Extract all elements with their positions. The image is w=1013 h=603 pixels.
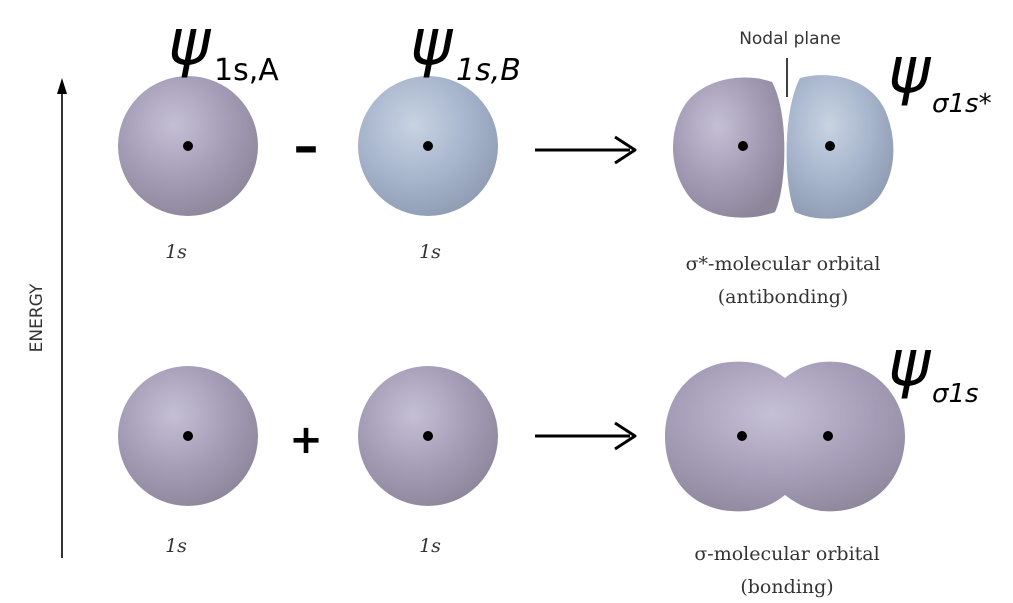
nucleus-dot — [738, 141, 748, 151]
nucleus-dot — [737, 431, 747, 441]
nucleus-dot — [423, 141, 433, 151]
nucleus-dot — [423, 431, 433, 441]
nodal-plane-label: Nodal plane — [739, 29, 841, 49]
psi-1s-a-subscript: 1s,A — [214, 53, 279, 88]
reaction-arrow — [535, 421, 637, 451]
psi-1s-a-label: ψ 1s,A — [168, 6, 279, 88]
bottom-row: + 1s 1s σ-molecular orbital (bonding) — [118, 361, 905, 598]
antibonding-caption-line1: σ*-molecular orbital — [686, 253, 881, 275]
antibonding-lobe-right — [786, 75, 894, 219]
psi-1s-b-subscript: 1s,B — [456, 53, 521, 88]
plus-operator: + — [289, 417, 323, 463]
antibonding-lobe-left — [672, 77, 785, 218]
top-row: – Nodal plane 1s 1s σ*-molecular orbital… — [118, 29, 894, 308]
bonding-caption-line1: σ-molecular orbital — [694, 543, 879, 565]
energy-axis: ENERGY — [27, 78, 67, 558]
psi-antibonding-subscript: σ1s* — [932, 89, 992, 119]
psi-symbol: ψ — [410, 6, 454, 80]
orbital-label-1s: 1s — [165, 535, 187, 557]
nucleus-dot — [825, 141, 835, 151]
psi-1s-b-label: ψ 1s,B — [410, 6, 521, 88]
wavefunction-labels: ψ 1s,A ψ 1s,B ψ σ1s* ψ σ1s — [168, 6, 992, 409]
minus-operator: – — [294, 117, 319, 175]
antibonding-orbital — [672, 75, 894, 219]
antibonding-caption-line2: (antibonding) — [718, 286, 849, 308]
psi-symbol: ψ — [168, 6, 212, 80]
bonding-caption-line2: (bonding) — [740, 576, 833, 598]
psi-bonding-subscript: σ1s — [932, 379, 979, 409]
reaction-arrow — [535, 135, 637, 165]
orbital-label-1s: 1s — [419, 535, 441, 557]
nucleus-dot — [183, 141, 193, 151]
orbital-label-1s: 1s — [419, 241, 441, 263]
bonding-orbital — [665, 361, 905, 512]
nucleus-dot — [823, 431, 833, 441]
energy-axis-arrowhead — [57, 78, 67, 94]
energy-axis-label: ENERGY — [27, 283, 47, 352]
psi-symbol: ψ — [888, 327, 932, 401]
nucleus-dot — [183, 431, 193, 441]
psi-antibonding-label: ψ σ1s* — [888, 34, 992, 119]
orbital-label-1s: 1s — [165, 241, 187, 263]
psi-bonding-label: ψ σ1s — [888, 327, 979, 409]
psi-symbol: ψ — [888, 34, 932, 108]
